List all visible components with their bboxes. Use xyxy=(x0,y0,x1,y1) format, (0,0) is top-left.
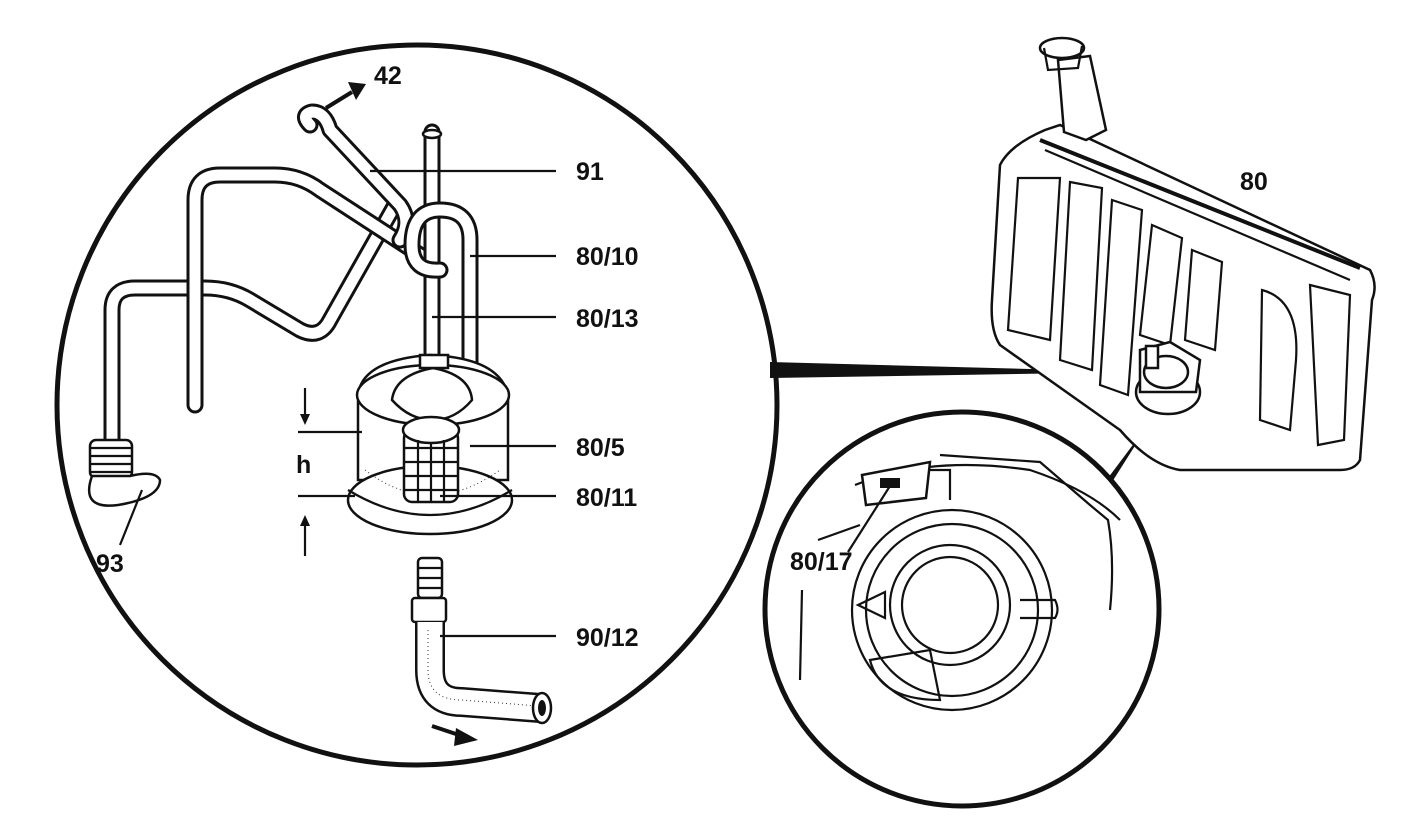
label-80: 80 xyxy=(1240,168,1268,196)
tank-flange-detail xyxy=(762,409,1162,809)
fuel-tank-80 xyxy=(990,36,1376,472)
leader-lines-left xyxy=(118,169,556,638)
return-loop-80-10 xyxy=(403,201,479,429)
label-90-12: 90/12 xyxy=(576,624,639,652)
label-80-13: 80/13 xyxy=(576,305,639,333)
label-93: 93 xyxy=(96,550,124,578)
label-80-17: 80/17 xyxy=(790,548,853,576)
callout-labels: 42 91 80/10 80/13 80/5 h 80/11 93 90/12 … xyxy=(96,62,1268,652)
sender-opening xyxy=(1134,340,1202,416)
label-91: 91 xyxy=(576,158,604,186)
filler-neck xyxy=(1038,36,1108,142)
tube-93 xyxy=(87,196,404,507)
locking-tab-80-17 xyxy=(860,460,952,507)
label-80-5: 80/5 xyxy=(576,434,625,462)
corrugated-connector xyxy=(87,438,162,507)
strainer-80-11 xyxy=(401,415,461,504)
pump-detail-view xyxy=(54,42,780,768)
arrow-outflow xyxy=(431,724,478,746)
tank-ribs xyxy=(1006,176,1352,447)
height-dimension xyxy=(298,388,362,556)
label-42: 42 xyxy=(374,62,402,90)
arrow-to-42 xyxy=(324,82,366,110)
detail-circle-right xyxy=(762,409,1162,809)
callout-wedge xyxy=(770,362,1142,378)
label-h: h xyxy=(296,451,311,479)
label-80-10: 80/10 xyxy=(576,243,639,271)
tube-91 xyxy=(186,103,429,414)
tube-80-13 xyxy=(421,123,443,369)
label-80-11: 80/11 xyxy=(576,484,637,512)
hose-90-12 xyxy=(410,556,553,725)
